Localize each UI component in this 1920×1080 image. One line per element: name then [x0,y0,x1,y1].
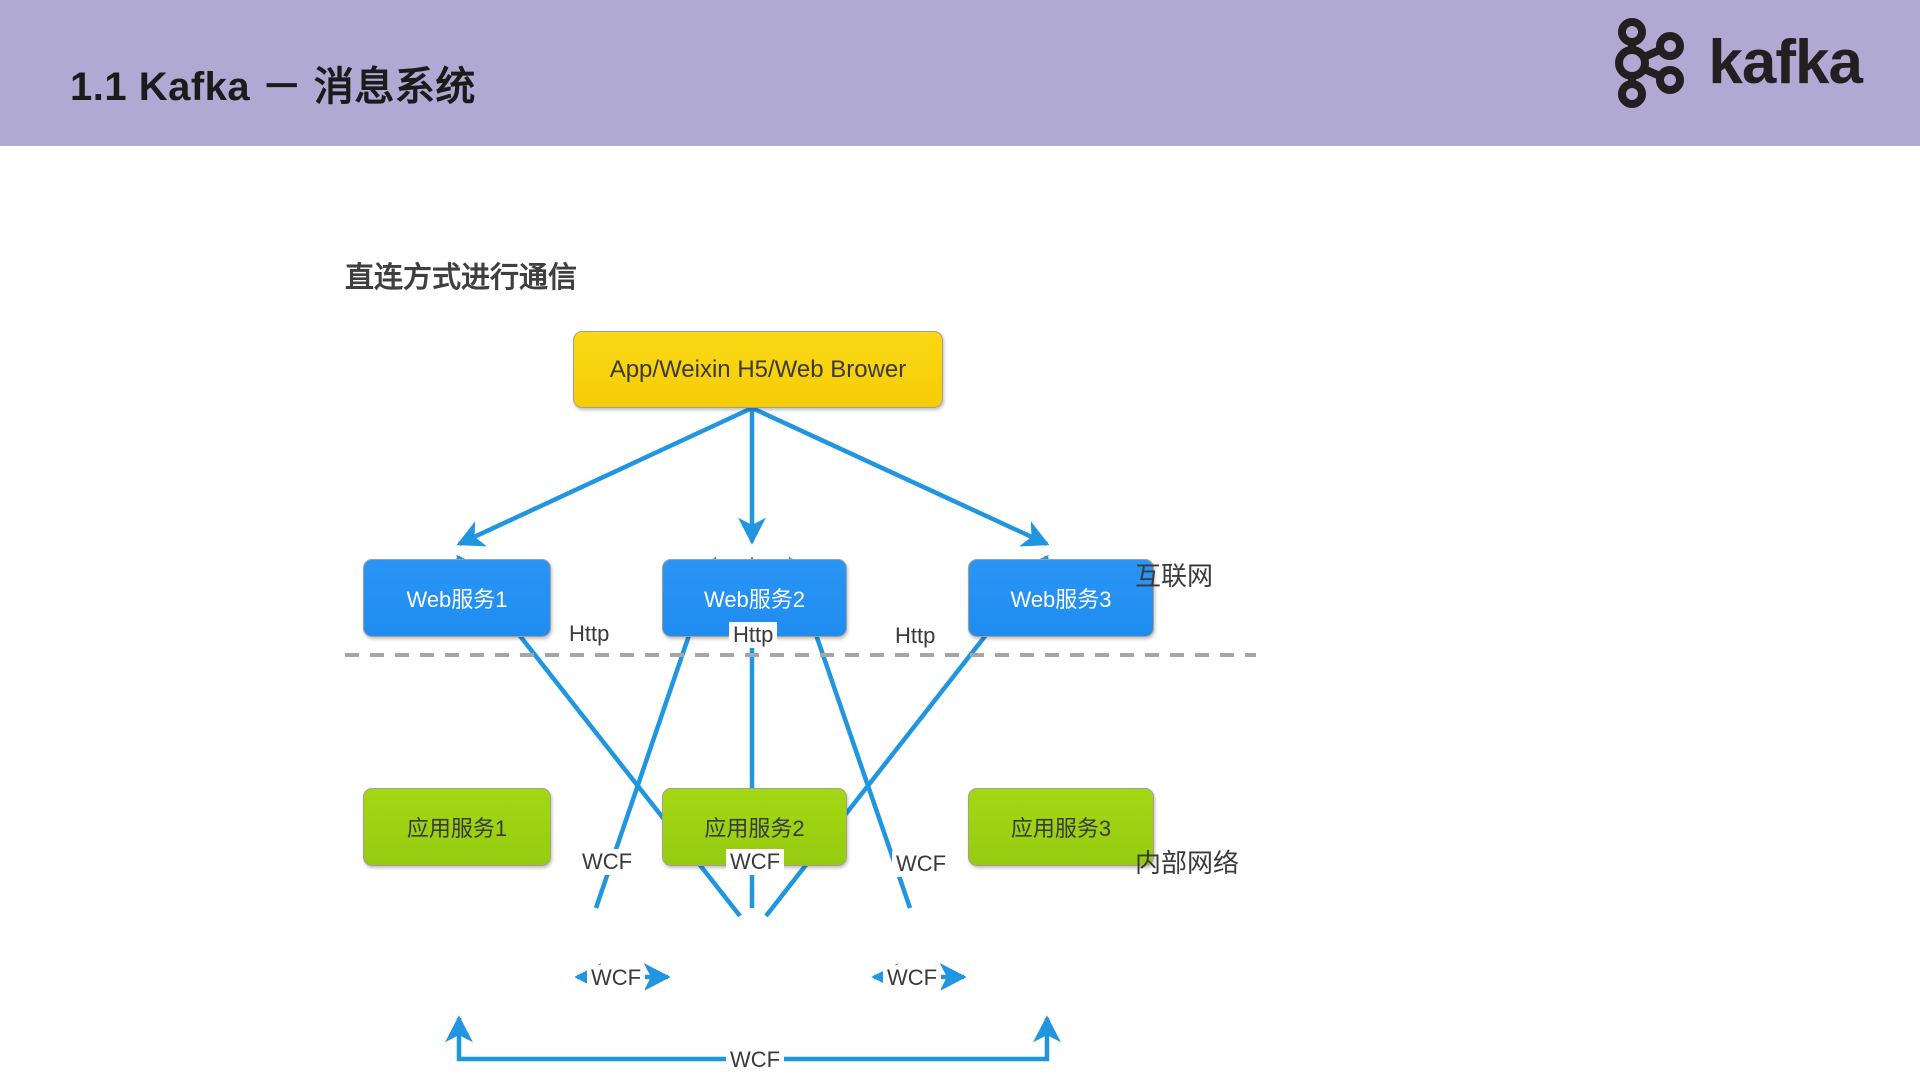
edge-loop-to-app3 [758,1015,1061,1062]
node-client[interactable]: App/Weixin H5/Web Brower [573,331,943,408]
edge-label-wcf-app2-app3: WCF [883,965,942,991]
edge-client-to-web3 [751,405,1050,547]
zone-label-internet: 互联网 [1135,561,1214,591]
edge-label-http-center: Http [729,622,778,648]
node-web-service-3-label: Web服务3 [1010,587,1112,612]
kafka-logo: kafka [1614,18,1863,108]
node-app-service-1-label: 应用服务1 [406,816,508,841]
edge-label-wcf-left: WCF [578,849,637,875]
node-client-label: App/Weixin H5/Web Brower [609,355,907,383]
slide-header-band: 1.1 Kafka － 消息系统 kafka [0,0,1920,146]
node-app-service-3[interactable]: 应用服务3 [968,788,1154,866]
node-web-service-1-label: Web服务1 [406,587,508,612]
node-app-service-3-label: 应用服务3 [1010,816,1112,841]
node-app-service-2-label: 应用服务2 [704,816,805,841]
zone-label-internal-network: 内部网络 [1135,848,1240,878]
edge-label-http-left: Http [565,621,614,647]
node-web-service-2-label: Web服务2 [703,587,806,612]
node-app-service-1[interactable]: 应用服务1 [363,788,551,866]
node-web-service-1[interactable]: Web服务1 [363,559,551,637]
kafka-node-graph-icon [1615,18,1685,108]
diagram-connectors [345,405,1256,1062]
edge-client-to-web1 [456,405,753,547]
diagram-canvas: 直连方式进行通信 [0,146,1920,1080]
edge-label-http-right: Http [891,623,940,649]
kafka-wordmark: kafka [1708,28,1863,97]
node-web-service-3[interactable]: Web服务3 [968,559,1154,637]
edge-label-wcf-app1-app2: WCF [587,965,646,991]
diagram-title: 直连方式进行通信 [345,262,578,294]
edge-label-wcf-center: WCF [726,849,785,875]
edge-loop-to-app1 [445,1015,748,1062]
edge-label-wcf-app1-app3: WCF [726,1047,785,1073]
page-title: 1.1 Kafka － 消息系统 [70,65,476,109]
edge-label-wcf-right: WCF [892,851,951,877]
